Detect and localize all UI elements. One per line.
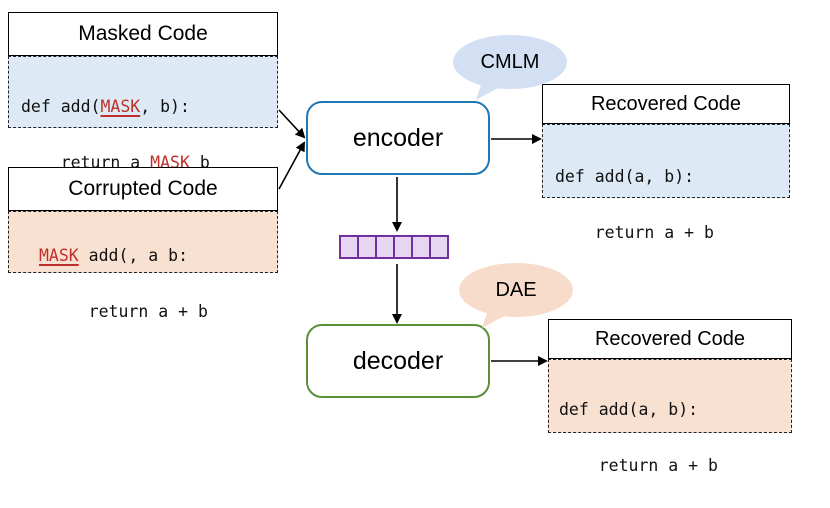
code-text: def add( xyxy=(21,97,101,116)
cmlm-label: CMLM xyxy=(480,50,540,73)
encoder-label: encoder xyxy=(352,123,444,152)
arrow-masked-to-encoder xyxy=(278,109,306,139)
masked-code-box: def add(MASK, b): return a MASK b xyxy=(8,56,278,172)
vector-cell xyxy=(411,235,431,259)
code-text: add(, a b: xyxy=(78,246,189,265)
mask-token: MASK xyxy=(100,97,141,116)
corrupted-code-box: MASK add(, a b: return a + b xyxy=(8,211,278,321)
dae-bubble-shape xyxy=(459,263,573,328)
recovered-code-top-box: def add(a, b): return a + b xyxy=(542,124,790,242)
recovered-code-top-title-text: Recovered Code xyxy=(590,92,742,115)
recovered-code-bottom-title-text: Recovered Code xyxy=(594,327,746,350)
recovered-code-bottom-line-1: def add(a, b): xyxy=(559,400,699,419)
cmlm-bubble-shape xyxy=(453,35,567,100)
cmlm-bubble: CMLM xyxy=(452,34,568,100)
recovered-code-top-line-1: def add(a, b): xyxy=(555,167,695,186)
arrow-corrupted-to-encoder xyxy=(278,141,305,190)
dae-bubble: DAE xyxy=(458,262,574,328)
encoder-block: encoder xyxy=(306,101,490,175)
code-text: , b): xyxy=(140,97,190,116)
recovered-code-bottom-title: Recovered Code xyxy=(548,319,792,359)
recovered-code-bottom-line-2: return a + b xyxy=(559,456,718,475)
masked-code-title-text: Masked Code xyxy=(78,22,208,45)
masked-code-title: Masked Code xyxy=(8,12,278,56)
vector-cell xyxy=(339,235,359,259)
decoder-block: decoder xyxy=(306,324,490,398)
recovered-code-top-line-2: return a + b xyxy=(555,223,714,242)
masked-code-line-1: def add(MASK, b): xyxy=(21,93,277,121)
code-text: b xyxy=(189,153,210,172)
corrupted-code-line-2: return a + b xyxy=(39,302,208,321)
latent-vector xyxy=(339,235,449,259)
vector-cell xyxy=(429,235,449,259)
corrupted-code-title-text: Corrupted Code xyxy=(68,177,218,200)
corrupted-code-title: Corrupted Code xyxy=(8,167,278,211)
mask-token: MASK xyxy=(39,246,79,265)
decoder-label: decoder xyxy=(352,346,444,375)
vector-cell xyxy=(375,235,395,259)
vector-cell xyxy=(357,235,377,259)
connectors xyxy=(278,109,548,366)
corrupted-code-line-1: MASK add(, a b: xyxy=(39,242,277,270)
dae-label: DAE xyxy=(495,278,537,301)
vector-cell xyxy=(393,235,413,259)
recovered-code-top-title: Recovered Code xyxy=(542,84,790,124)
